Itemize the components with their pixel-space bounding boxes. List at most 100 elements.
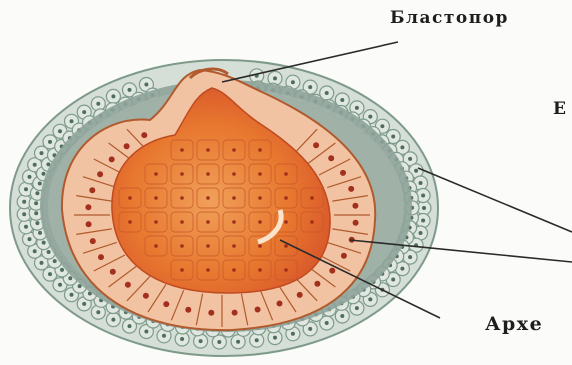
cell-nucleus <box>28 175 32 179</box>
cell-nucleus <box>58 129 62 133</box>
cell-nucleus <box>232 172 236 176</box>
cell-nucleus <box>24 187 28 191</box>
cell-nucleus <box>355 106 359 110</box>
cell-nucleus <box>82 110 86 114</box>
cell-nucleus <box>232 268 236 272</box>
cell-nucleus <box>34 201 38 205</box>
cell-nucleus <box>128 88 132 92</box>
cell-nucleus <box>217 340 221 344</box>
cell-nucleus <box>414 169 418 173</box>
cell-nucleus <box>180 148 184 152</box>
cell-nucleus <box>206 244 210 248</box>
cell-nucleus <box>341 253 347 259</box>
cell-nucleus <box>391 135 395 139</box>
cell-nucleus <box>258 172 262 176</box>
cell-nucleus <box>154 244 158 248</box>
cell-nucleus <box>391 278 395 282</box>
cell-nucleus <box>400 145 404 149</box>
cell-nucleus <box>110 269 116 275</box>
cell-nucleus <box>180 220 184 224</box>
cell-nucleus <box>206 220 210 224</box>
cell-nucleus <box>163 301 169 307</box>
cell-nucleus <box>143 293 149 299</box>
cell-nucleus <box>255 338 259 342</box>
cell-nucleus <box>206 196 210 200</box>
cell-nucleus <box>70 293 74 297</box>
cell-nucleus <box>308 327 312 331</box>
cell-nucleus <box>400 267 404 271</box>
cell-nucleus <box>60 268 64 272</box>
cell-nucleus <box>199 339 203 343</box>
cell-nucleus <box>232 220 236 224</box>
cell-nucleus <box>144 83 148 87</box>
cell-nucleus <box>258 196 262 200</box>
cell-nucleus <box>86 221 92 227</box>
cell-nucleus <box>232 196 236 200</box>
leader-line-ectoderm <box>418 168 572 232</box>
cell-nucleus <box>284 268 288 272</box>
cell-nucleus <box>53 259 57 263</box>
cell-nucleus <box>33 249 37 253</box>
cell-nucleus <box>82 302 86 306</box>
cell-nucleus <box>419 231 423 235</box>
cell-nucleus <box>291 80 295 84</box>
cell-nucleus <box>208 310 214 316</box>
cell-nucleus <box>353 220 359 226</box>
cell-nucleus <box>68 276 72 280</box>
cell-nucleus <box>206 148 210 152</box>
cell-nucleus <box>408 255 412 259</box>
cell-nucleus <box>325 321 329 325</box>
cell-nucleus <box>128 196 132 200</box>
cell-nucleus <box>284 172 288 176</box>
cell-nucleus <box>284 196 288 200</box>
cell-nucleus <box>97 171 103 177</box>
cell-nucleus <box>33 163 37 167</box>
cell-nucleus <box>368 297 372 301</box>
cell-nucleus <box>22 212 26 216</box>
cell-nucleus <box>154 172 158 176</box>
cell-nucleus <box>206 172 210 176</box>
cell-nucleus <box>96 102 100 106</box>
cell-nucleus <box>277 301 283 307</box>
cell-nucleus <box>125 282 131 288</box>
label-ectoderm: Е <box>553 99 567 119</box>
cell-nucleus <box>308 85 312 89</box>
cell-nucleus <box>111 94 115 98</box>
cell-nucleus <box>232 148 236 152</box>
cell-nucleus <box>90 238 96 244</box>
cell-nucleus <box>22 200 26 204</box>
cell-nucleus <box>42 241 46 245</box>
cell-nucleus <box>297 292 303 298</box>
cell-nucleus <box>329 268 335 274</box>
cell-nucleus <box>255 307 261 313</box>
cell-nucleus <box>128 220 132 224</box>
cell-nucleus <box>310 196 314 200</box>
cell-nucleus <box>47 250 51 254</box>
cell-nucleus <box>348 186 354 192</box>
cell-nucleus <box>422 206 426 210</box>
cell-nucleus <box>258 148 262 152</box>
cell-nucleus <box>325 91 329 95</box>
cell-nucleus <box>310 220 314 224</box>
cell-nucleus <box>419 181 423 185</box>
cell-nucleus <box>85 204 91 210</box>
cell-nucleus <box>421 194 425 198</box>
cell-nucleus <box>141 132 147 138</box>
cell-nucleus <box>284 220 288 224</box>
cell-nucleus <box>328 155 334 161</box>
cell-nucleus <box>180 196 184 200</box>
cell-nucleus <box>35 221 39 225</box>
cell-nucleus <box>185 307 191 313</box>
cell-nucleus <box>232 244 236 248</box>
label-archenteron: Архе <box>485 313 543 335</box>
cell-nucleus <box>380 124 384 128</box>
cell-nucleus <box>313 142 319 148</box>
cell-nucleus <box>273 76 277 80</box>
cell-nucleus <box>273 336 277 340</box>
cell-nucleus <box>42 172 46 176</box>
cell-nucleus <box>154 196 158 200</box>
cell-nucleus <box>96 310 100 314</box>
cell-nucleus <box>340 314 344 318</box>
